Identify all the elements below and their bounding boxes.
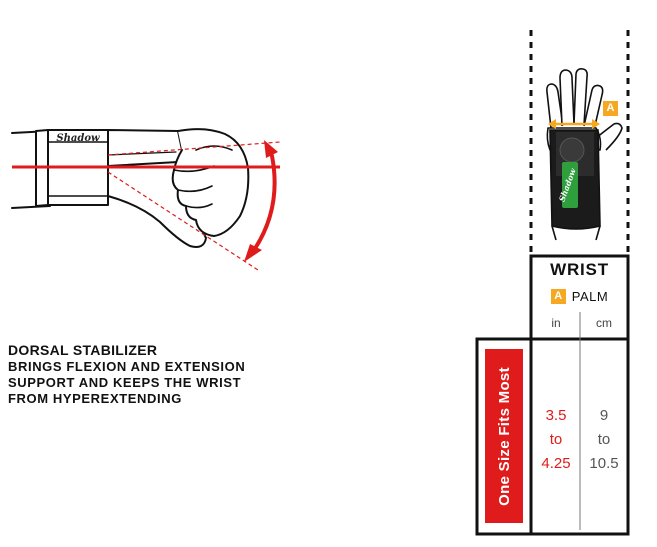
unit-centimeters: cm xyxy=(596,316,612,330)
inches-min: 3.5 xyxy=(545,407,567,424)
side-brace-logo: Shadow xyxy=(56,133,100,144)
measure-label: PALM xyxy=(571,289,609,304)
inches-range: 3.5 to 4.25 xyxy=(532,404,580,476)
feature-line: BRINGS FLEXION AND EXTENSION xyxy=(8,359,246,374)
feature-description: DORSAL STABILIZER BRINGS FLEXION AND EXT… xyxy=(8,342,308,407)
front-brace: Shadow xyxy=(549,129,601,241)
inches-max: 4.25 xyxy=(541,455,571,472)
measure-row: A PALM xyxy=(531,289,628,304)
measure-key-badge: A xyxy=(603,101,618,116)
cm-max: 10.5 xyxy=(589,455,619,472)
centimeters-range: 9 to 10.5 xyxy=(580,404,628,476)
unit-inches: in xyxy=(551,316,561,330)
flexion-arrow-icon xyxy=(244,140,278,262)
size-chart-frame xyxy=(475,254,630,536)
feature-title: DORSAL STABILIZER xyxy=(8,342,158,358)
feature-line: SUPPORT AND KEEPS THE WRIST xyxy=(8,375,242,390)
cm-min: 9 xyxy=(599,407,609,424)
size-label: One Size Fits Most xyxy=(495,366,513,506)
cm-to: to xyxy=(597,431,611,448)
size-label-banner: One Size Fits Most xyxy=(485,349,523,523)
palm-measure-marker: A xyxy=(603,98,618,116)
measure-key-badge: A xyxy=(550,289,566,304)
side-wrist-illustration xyxy=(11,128,250,248)
palm-width-arrow-icon xyxy=(548,119,600,129)
chart-header: WRIST xyxy=(550,260,609,279)
inches-to: to xyxy=(549,431,563,448)
feature-line: FROM HYPEREXTENDING xyxy=(8,391,182,406)
flexion-dashed-line xyxy=(107,171,259,271)
extension-dashed-line xyxy=(107,141,281,156)
